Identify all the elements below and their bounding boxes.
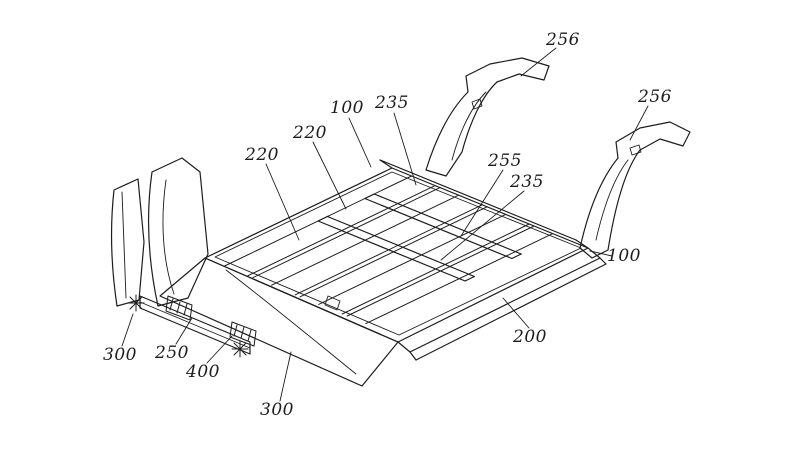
leader-200-sill — [502, 297, 530, 329]
front-pillar-outer — [111, 178, 145, 307]
ref-label-220-lower: 220 — [245, 145, 279, 165]
ref-label-100-right: 100 — [607, 246, 641, 266]
ref-label-220-upper: 220 — [293, 123, 327, 143]
ref-label-300-left: 300 — [103, 345, 137, 365]
ref-label-400-box: 400 — [186, 362, 220, 382]
leader-300-left — [121, 313, 134, 347]
ref-label-300-bottom: 300 — [260, 400, 294, 420]
leader-100-right — [589, 250, 613, 257]
ref-label-256-rear-left: 256 — [546, 30, 580, 50]
ref-label-200-sill: 200 — [513, 327, 547, 347]
ref-label-255-mid: 255 — [488, 151, 522, 171]
cross-members — [317, 193, 522, 282]
fastener-asterisk-left — [127, 294, 145, 312]
floor-pan — [204, 167, 589, 343]
leader-256-rear-left — [520, 47, 557, 77]
ref-label-250-beam: 250 — [155, 343, 189, 363]
ref-label-100-top: 100 — [330, 98, 364, 118]
ref-label-256-rear-right: 256 — [638, 87, 672, 107]
rear-rail-right — [579, 121, 691, 259]
leader-235-rear — [393, 112, 417, 186]
bumper-beam — [139, 295, 251, 355]
ref-label-235-rear: 235 — [375, 93, 409, 113]
leader-300-bottom — [279, 351, 292, 402]
leader-255-mid — [460, 169, 504, 237]
fastener-asterisk-right — [231, 340, 249, 358]
rocker-sill — [397, 247, 607, 361]
leader-lines — [121, 47, 649, 402]
front-pillar-left — [148, 157, 209, 307]
leader-100-top — [348, 117, 372, 168]
ref-label-235-mid: 235 — [510, 172, 544, 192]
crash-boxes — [165, 295, 257, 347]
leader-400-box — [206, 335, 233, 364]
leader-250-beam — [175, 317, 193, 345]
leader-220-upper — [312, 141, 347, 210]
leader-220-lower — [265, 163, 300, 241]
leader-235-mid — [440, 190, 525, 261]
rear-rail-left — [425, 57, 550, 177]
leader-256-rear-right — [629, 105, 649, 141]
front-apron — [159, 257, 399, 387]
